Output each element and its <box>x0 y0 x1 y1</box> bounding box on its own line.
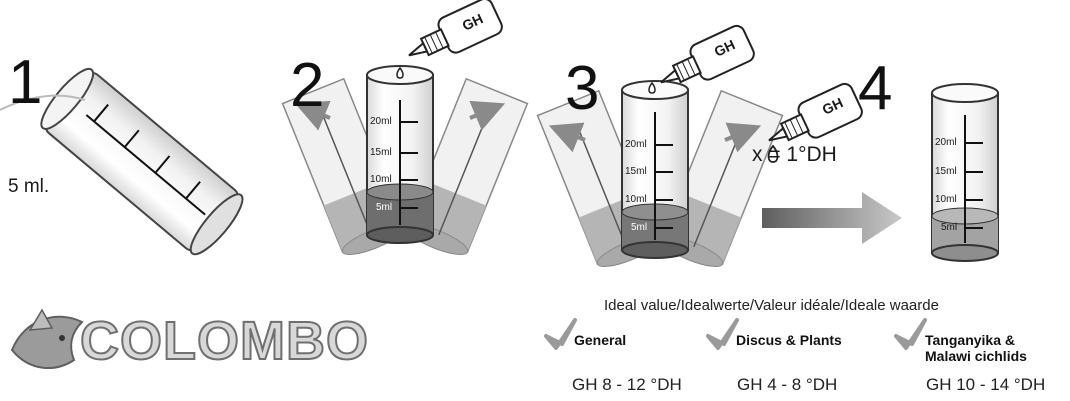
step3-tube-mark-20ml: 20ml <box>625 139 647 150</box>
ideal-values-title: Ideal value/Idealwerte/Valeur idéale/Ide… <box>604 297 939 314</box>
range-discus-plants: GH 4 - 8 °DH <box>737 375 838 394</box>
dose-rule-label: x = 1°DH <box>752 143 837 166</box>
step4-drop-icon <box>767 144 779 163</box>
tube-mark-15ml: 15ml <box>370 147 392 158</box>
step4-tube-mark-20ml: 20ml <box>935 137 957 148</box>
step-1-volume-label: 5 ml. <box>8 176 50 197</box>
big-arrow-icon <box>762 192 902 244</box>
fish-logo-icon <box>10 308 84 370</box>
brand-logo-text: COLOMBO <box>79 311 369 371</box>
step2-tube-center <box>366 65 434 244</box>
step1-tube-icon <box>40 67 244 256</box>
step3-drop-icon <box>648 81 656 94</box>
step2-arrow-right-icon <box>469 100 506 131</box>
step4-tube-mark-15ml: 15ml <box>935 166 957 177</box>
step2-drop-icon <box>396 66 404 79</box>
category-tanganyika-name-line2: Malawi cichlids <box>925 348 1027 364</box>
category-general: General <box>574 332 626 348</box>
category-discus-plants: Discus & Plants <box>736 332 842 348</box>
checkmark-icon-tanganyika <box>894 318 927 350</box>
step3-tube-mark-5ml: 5ml <box>631 222 648 233</box>
category-tanganyika-malawi: Tanganyika & Malawi cichlids <box>925 332 1027 364</box>
category-general-name: General <box>574 332 627 348</box>
step4-tube-mark-10ml: 10ml <box>935 194 957 205</box>
step2-dropper-bottle-icon <box>408 0 503 57</box>
step-2-number: 2 <box>290 51 325 120</box>
step3-tube-mark-15ml: 15ml <box>625 166 647 177</box>
category-tanganyika-name-line1: Tanganyika & <box>925 332 1015 348</box>
range-tanganyika-malawi: GH 10 - 14 °DH <box>926 375 1046 394</box>
step3-dropper-bottle-icon <box>660 24 755 84</box>
tube-mark-20ml: 20ml <box>370 116 392 127</box>
step3-arrow-left-icon <box>548 122 586 153</box>
checkmark-icon-general <box>544 318 577 350</box>
step-4-number: 4 <box>858 54 893 123</box>
range-general: GH 8 - 12 °DH <box>572 375 682 394</box>
tube-mark-10ml: 10ml <box>370 174 392 185</box>
checkmark-icon-discus <box>706 318 739 350</box>
step3-arrow-right-icon <box>724 122 762 153</box>
tube-mark-5ml: 5ml <box>376 202 393 213</box>
step-3-number: 3 <box>565 54 600 123</box>
category-discus-name: Discus & Plants <box>736 332 842 348</box>
step2-arrow-left-icon <box>294 100 331 131</box>
step-1-number: 1 <box>8 48 43 117</box>
water-stream <box>0 94 86 111</box>
step4-dropper-bottle-icon <box>768 82 863 142</box>
step4-tube-mark-5ml: 5ml <box>941 222 958 233</box>
step4-tube-icon <box>931 83 999 262</box>
step3-tube-mark-10ml: 10ml <box>625 194 647 205</box>
